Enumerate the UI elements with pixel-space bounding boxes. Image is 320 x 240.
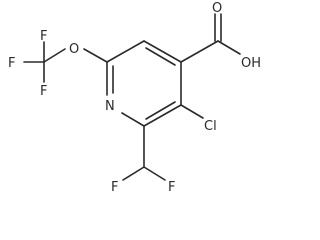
atom-f-cf3-left: F — [8, 56, 15, 71]
atom-oh: OH — [241, 56, 261, 71]
atom-o-carbonyl: O — [212, 1, 222, 16]
atom-o-ether: O — [69, 42, 79, 57]
atom-f-chf2-right: F — [168, 180, 175, 195]
bond-c5-c4-inner — [145, 47, 176, 66]
atom-f-chf2-left: F — [111, 180, 118, 195]
atom-cl: Cl — [204, 119, 217, 134]
molecule-structure: O F F F N Cl F F O OH — [8, 1, 261, 195]
bond-c6-c5 — [106, 40, 145, 63]
bond-c4-cooh — [180, 40, 219, 63]
bond-o-cf3 — [43, 48, 66, 63]
atom-f-cf3-top: F — [40, 29, 47, 44]
atom-n-ring: N — [105, 99, 115, 114]
bond-c3-c2-inner — [145, 101, 176, 120]
bond-c2-n — [121, 112, 145, 127]
bond-c6-o — [83, 48, 108, 63]
structure-drawing: O F F F N Cl F F O OH — [8, 1, 261, 195]
bond-cooh-oh — [217, 40, 241, 55]
bond-c3-c2 — [143, 104, 182, 127]
atom-f-cf3-bottom: F — [40, 84, 47, 99]
bond-c5-c4 — [143, 40, 182, 63]
bond-chf2-fright — [143, 166, 166, 181]
bond-c3-cl — [180, 104, 204, 119]
bond-chf2-fleft — [122, 166, 145, 181]
